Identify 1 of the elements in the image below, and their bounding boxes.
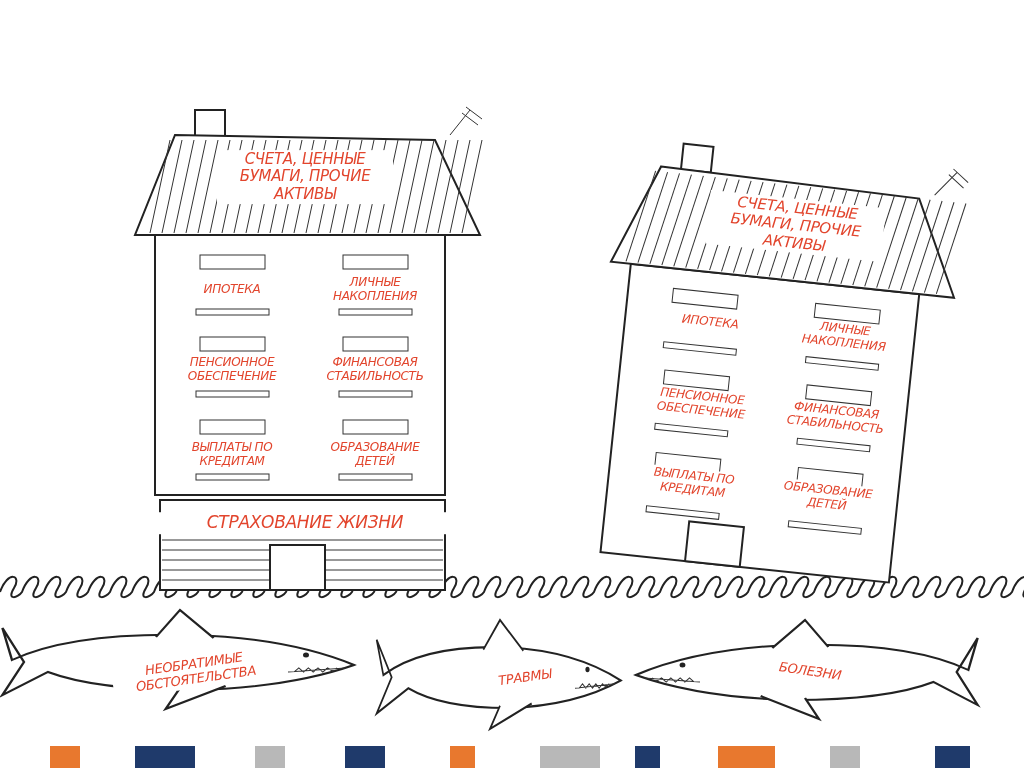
house-label: СЧЕТА, ЦЕННЫЕ БУМАГИ, ПРОЧИЕ АКТИВЫ — [217, 150, 393, 204]
